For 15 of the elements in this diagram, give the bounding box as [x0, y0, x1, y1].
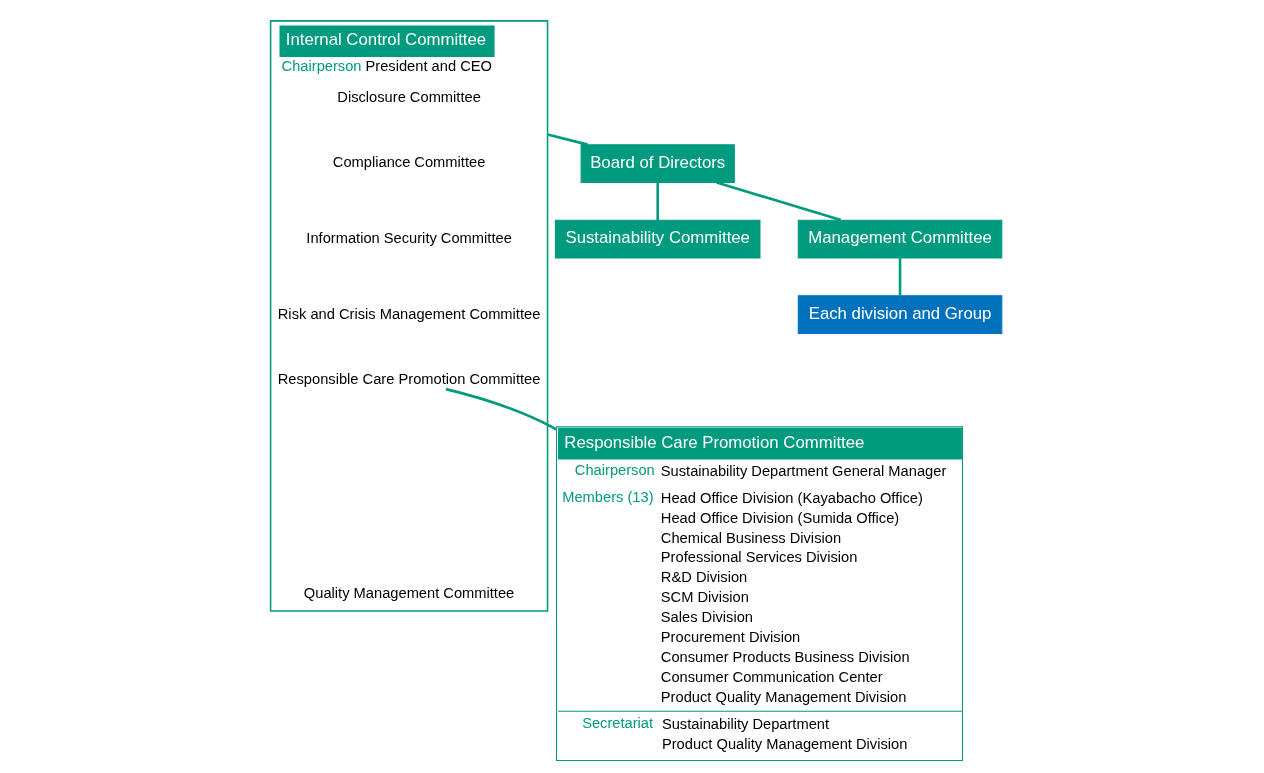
connector	[445, 387, 557, 431]
node-box: Management Committee	[797, 219, 1003, 259]
node-text: Quality Management Committee	[303, 584, 515, 601]
node-text: Responsible Care Promotion Committee	[277, 371, 541, 388]
connector	[656, 182, 659, 221]
connector	[898, 258, 902, 296]
connector	[716, 181, 842, 222]
node-text: Information Security Committee	[306, 229, 512, 246]
node-box: Each division and Group	[797, 295, 1003, 335]
node-text: Disclosure Committee	[337, 88, 481, 105]
connector	[547, 133, 588, 146]
node-box: Board of Directors	[580, 144, 735, 183]
node-text: Compliance Committee	[332, 154, 486, 171]
node-text: Risk and Crisis Management Committee	[277, 305, 541, 322]
node-box: Sustainability Committee	[554, 219, 761, 259]
